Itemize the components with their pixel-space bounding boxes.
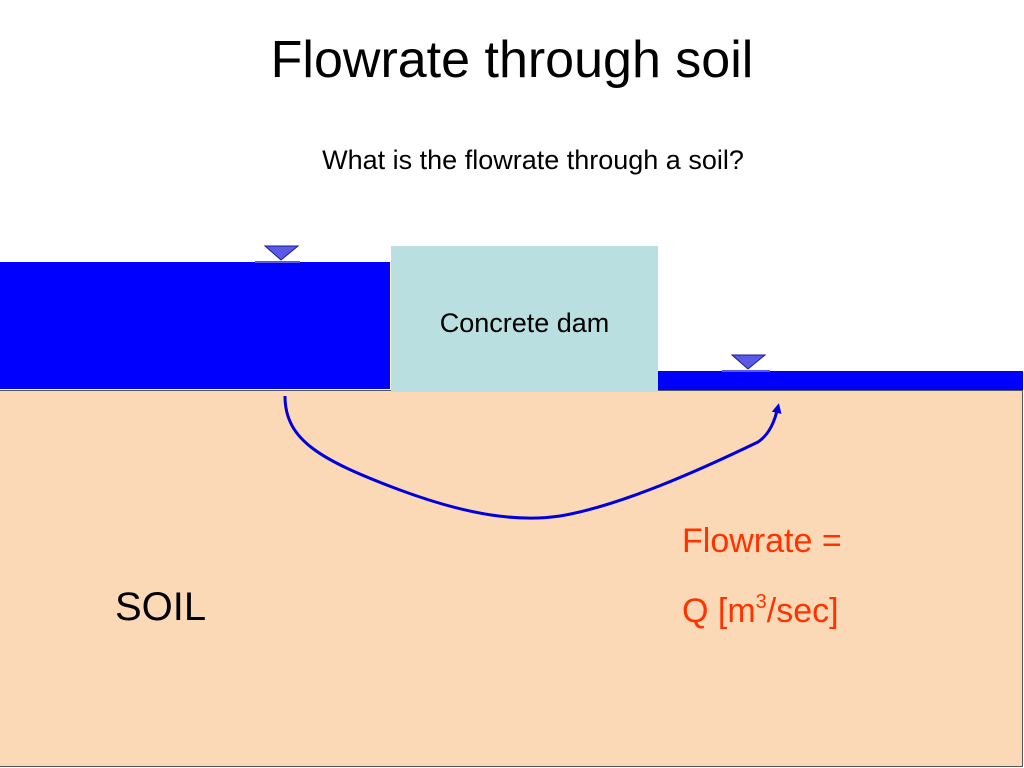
- flow-path-arrow-icon: [283, 395, 782, 520]
- flowrate-formula-suffix: /sec]: [766, 592, 839, 630]
- flowrate-formula-exponent: 3: [755, 591, 767, 613]
- flowrate-label: Flowrate =: [682, 522, 842, 560]
- downstream-water-level-icon: [722, 354, 770, 372]
- dam-label: Concrete dam: [439, 308, 610, 338]
- downstream-water: [657, 371, 1023, 390]
- upstream-water: [0, 262, 390, 389]
- soil-region: [0, 390, 1023, 767]
- soil-label: SOIL: [115, 585, 207, 629]
- flowrate-formula-prefix: Q [m: [682, 592, 756, 630]
- slide-subtitle: What is the flowrate through a soil?: [322, 145, 744, 175]
- concrete-dam: [391, 246, 658, 392]
- flowrate-formula: Q [m3/sec]: [682, 592, 839, 631]
- upstream-water-level-icon: [255, 245, 300, 263]
- slide-title: Flowrate through soil: [270, 31, 754, 89]
